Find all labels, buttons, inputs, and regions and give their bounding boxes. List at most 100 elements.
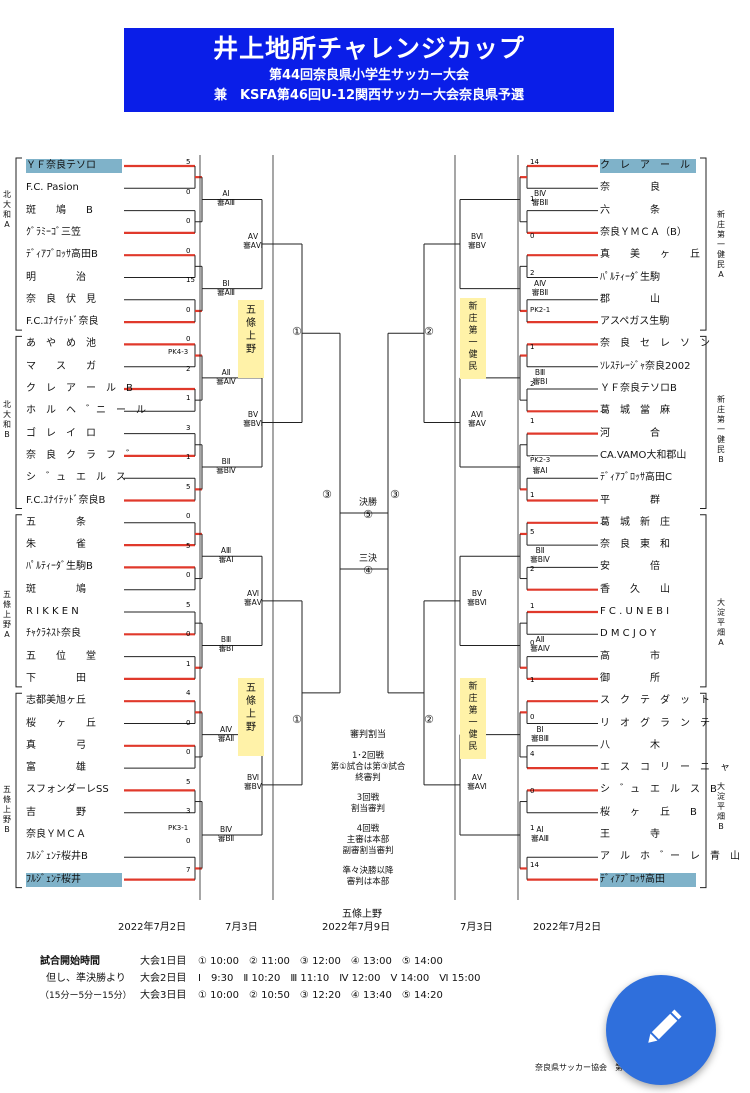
- round-label: AⅡ 審AⅣ: [530, 635, 550, 654]
- team-left: スフォンダーレSS: [26, 784, 109, 796]
- score: 0: [530, 713, 535, 721]
- round-label: AⅥ 審AⅤ: [244, 588, 262, 607]
- group-label-right: 新 庄 第 一 健 民 A: [717, 210, 725, 279]
- score: 0: [186, 512, 191, 520]
- round-label: BⅠ 審AⅢ: [217, 278, 235, 297]
- score: 2: [530, 380, 535, 388]
- score: 5: [186, 482, 191, 491]
- team-right: 郡 山: [600, 293, 660, 305]
- group-bracket: [700, 335, 707, 509]
- referee-assignment: 審判割当 1･2回戦第①試合は第③試合終審判 3回戦割当審判 4回戦主審は本部副…: [330, 730, 406, 887]
- team-left: F.C.ﾕﾅｲﾃｯﾄﾞ奈良B: [26, 494, 106, 506]
- team-right: 奈 良: [600, 182, 660, 194]
- score: 0: [186, 630, 191, 638]
- match-number: ②: [424, 713, 434, 726]
- team-left: F.C.ﾕﾅｲﾃｯﾄﾞ奈良: [26, 316, 99, 328]
- team-right: 高 市: [600, 650, 660, 662]
- round-label: BⅣ 審BⅡ: [217, 825, 235, 843]
- round-label: BⅤ 審BⅥ: [243, 410, 263, 429]
- team-left: ﾁｬｸﾗﾈｽﾄ奈良: [26, 628, 81, 640]
- team-left: 富 雄: [26, 762, 86, 774]
- score: 5: [186, 777, 191, 786]
- team-left: ﾊﾟﾙﾃｨｰﾀﾞ生駒B: [26, 561, 93, 573]
- group-label-left: 五 條 上 野 B: [3, 785, 11, 834]
- team-left: R I K K E N: [26, 606, 79, 617]
- score: 0: [530, 787, 535, 795]
- date-round3-right: 7月3日: [460, 922, 493, 933]
- tournament-subtitle-2: 兼 KSFA第46回U-12関西サッカー大会奈良県予選: [213, 88, 525, 103]
- pk-result: PK2-1: [530, 306, 551, 314]
- team-right: 御 所: [600, 672, 660, 684]
- score: 1: [530, 343, 535, 351]
- final-venue: 五條上野: [342, 909, 382, 920]
- team-right: 奈良ＹＭＣＡ（B）: [600, 226, 687, 238]
- venue-box: 五 條 上 野: [238, 300, 264, 378]
- team-right: 奈 良 東 和: [600, 539, 670, 551]
- team-right: 桜 ヶ 丘 B: [600, 806, 697, 818]
- group-bracket: [700, 514, 707, 688]
- team-left: シ ゛ュ エ ル ス: [26, 472, 126, 484]
- date-round3-left: 7月3日: [225, 922, 258, 933]
- team-right: 奈 良 セ レ ソ ン: [600, 338, 710, 350]
- team-left: F.C. Pasion: [26, 182, 79, 194]
- score: 0: [186, 571, 191, 579]
- round-label: AⅣ 審BⅡ: [531, 278, 549, 297]
- score: 5: [186, 158, 191, 166]
- team-left: マ ス ガ: [26, 360, 96, 372]
- venue-box: 五 條 上 野: [238, 678, 264, 756]
- edit-fab-button[interactable]: [606, 975, 716, 1085]
- team-left: 奈 良 ク ラ フ ゛: [26, 449, 136, 461]
- team-left: ゴ レ イ ロ: [26, 427, 96, 439]
- round-label: BⅣ 審BⅡ: [531, 189, 549, 208]
- date-round1-right: 2022年7月2日: [533, 922, 602, 933]
- team-left: 桜 ヶ 丘: [26, 717, 96, 729]
- team-right: D M C J O Y: [600, 628, 657, 640]
- score: 5: [186, 600, 191, 609]
- round-label: AⅥ 審AⅤ: [468, 410, 486, 429]
- venue-box: 新 庄 第 一 健 民: [460, 298, 486, 379]
- team-right: 香 久 山: [600, 583, 670, 595]
- round-label: BⅥ 審BⅤ: [244, 772, 262, 791]
- group-bracket: [15, 514, 22, 688]
- score: 1: [186, 453, 191, 461]
- match-number: ①: [292, 325, 302, 338]
- score: 4: [186, 689, 191, 697]
- score: 2: [530, 269, 535, 277]
- team-left: 五 位 堂: [26, 650, 96, 662]
- round-label: BⅡ 審BⅣ: [530, 546, 550, 565]
- header-banner: 井上地所チャレンジカップ 第44回奈良県小学生サッカー大会 兼 KSFA第46回…: [124, 28, 614, 112]
- group-label-left: 北 大 和 B: [3, 400, 11, 439]
- score: 3: [186, 807, 191, 815]
- group-label-right: 大 淀 平 畑 A: [717, 598, 725, 647]
- group-label-left: 五 條 上 野 A: [3, 590, 11, 639]
- team-right: 六 条: [600, 204, 660, 216]
- score: 1: [530, 824, 535, 832]
- score: 4: [530, 750, 535, 758]
- team-left: ホ ル ヘ ゛ニ ー ル: [26, 405, 146, 417]
- round-label: BⅤ 審BⅥ: [467, 588, 487, 607]
- score: 1: [530, 491, 535, 499]
- footer-org: 奈良県サッカー協会 第: [535, 1063, 623, 1072]
- team-right: F C . U N E B I: [600, 606, 670, 617]
- score: 0: [530, 232, 535, 240]
- tournament-subtitle-1: 第44回奈良県小学生サッカー大会: [268, 68, 470, 83]
- team-right: 真 美 ヶ 丘: [600, 249, 700, 261]
- score: 0: [530, 639, 535, 647]
- group-bracket: [15, 157, 22, 331]
- team-right: CA.VAMO大和郡山: [600, 449, 687, 461]
- team-right: 河 合: [600, 427, 660, 439]
- round-label: BⅢ 審BⅠ: [532, 367, 548, 386]
- team-right: ク レ ア ー ル: [600, 159, 696, 173]
- date-round1-left: 2022年7月2日: [118, 922, 187, 933]
- team-left: ク レ ア ー ル B: [26, 383, 133, 394]
- team-right: リ オ グ ラ ン テ: [600, 717, 710, 729]
- venue-box: 新 庄 第 一 健 民: [460, 678, 486, 759]
- group-label-right: 大 淀 平 畑 B: [717, 782, 725, 831]
- score: 2: [530, 565, 535, 573]
- team-right: ア ル ホ ゛ー レ 青 山: [600, 851, 740, 863]
- group-bracket: [700, 692, 707, 889]
- score: 14: [530, 861, 539, 869]
- final-date: 2022年7月9日: [322, 922, 391, 933]
